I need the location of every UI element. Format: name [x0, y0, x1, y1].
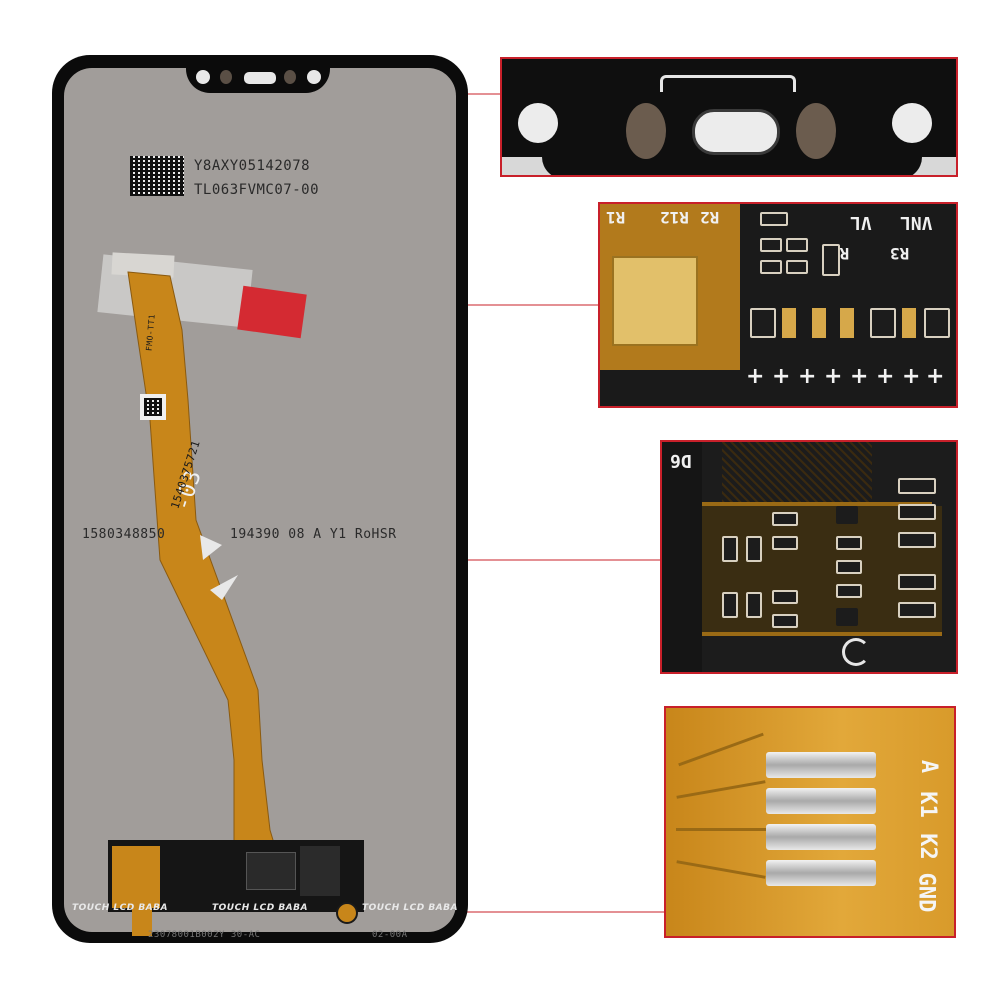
- watermark-1: TOUCH LCD BABA: [72, 903, 168, 913]
- label-k1: K1: [914, 791, 940, 818]
- ic-small: [836, 506, 858, 524]
- bottom-code: 23078001B002Y 30-AC: [148, 930, 261, 940]
- bottom-code-2: 02-00A: [372, 930, 408, 940]
- smd-9: [836, 536, 862, 550]
- label-d6: D6: [670, 450, 692, 471]
- label-k2: K2: [914, 833, 940, 860]
- zoom-panel-contacts: A K1 K2 GND: [664, 706, 956, 938]
- plus-5: +: [850, 364, 869, 389]
- notch-sensor-right: [284, 70, 296, 84]
- pad-4: [902, 308, 916, 338]
- smd-15: [898, 574, 936, 590]
- label-vnl: VNL: [900, 212, 933, 233]
- tail-flex: [132, 906, 152, 936]
- zoom-earpiece-slot: [692, 109, 780, 155]
- plus-4: +: [824, 364, 843, 389]
- plus-6: +: [876, 364, 895, 389]
- flex-qr: [140, 394, 166, 420]
- chip-2: [870, 308, 896, 338]
- plus-3: +: [798, 364, 817, 389]
- driver-ic: [246, 852, 296, 890]
- board-ring: [336, 902, 358, 924]
- smd-14: [898, 532, 936, 548]
- contact-pin-4: [766, 860, 876, 886]
- label-r2: R2: [700, 208, 720, 227]
- watermark-2: TOUCH LCD BABA: [212, 903, 308, 913]
- notch-hole-left: [196, 70, 210, 84]
- board-flex-left: [112, 846, 160, 908]
- board-components: [300, 846, 340, 896]
- smd-7: [772, 590, 798, 604]
- watermark-3: TOUCH LCD BABA: [362, 903, 458, 913]
- smd-2: [746, 536, 762, 562]
- label-gnd: GND: [913, 872, 939, 913]
- zoom-panel-notch: [500, 57, 958, 177]
- ic-small-2: [836, 608, 858, 626]
- smd-10: [836, 560, 862, 574]
- notch-hole-right: [307, 70, 321, 84]
- label-r12: R12: [660, 208, 689, 227]
- pad-2: [812, 308, 826, 338]
- pad-3: [840, 308, 854, 338]
- smd-4: [746, 592, 762, 618]
- plus-7: +: [902, 364, 921, 389]
- contact-pin-3: [766, 824, 876, 850]
- zoom-panel-chips: D6: [660, 440, 958, 674]
- zoom-earpiece-outline: [660, 75, 796, 92]
- arrow-mark-2: [210, 575, 238, 600]
- plus-8: +: [926, 364, 945, 389]
- qr-code: [130, 156, 184, 196]
- chip-1: [750, 308, 776, 338]
- contact-pin-2: [766, 788, 876, 814]
- arrow-mark-1: [200, 535, 222, 560]
- label-r1: R1: [606, 208, 626, 227]
- smd-1: [722, 536, 738, 562]
- label-vl: VL: [850, 212, 872, 233]
- chip-3: [924, 308, 950, 338]
- zoom-hole-left: [518, 103, 558, 143]
- plus-1: +: [746, 364, 765, 389]
- smd-16: [898, 602, 936, 618]
- label-a: A: [916, 759, 942, 774]
- ring-mark: [842, 638, 870, 666]
- zoom-sensor-right: [796, 103, 836, 159]
- notch-sensor-left: [220, 70, 232, 84]
- smd-13: [898, 504, 936, 520]
- pad-1: [782, 308, 796, 338]
- zoom-sensor-left: [626, 103, 666, 159]
- serial-label: Y8AXY05142078: [194, 158, 311, 174]
- smd-6: [772, 536, 798, 550]
- smd-12: [898, 478, 936, 494]
- zoom-panel-components: R1 R12 R2 VL VNL R4 R3 + + + + + + + +: [598, 202, 958, 408]
- smd-11: [836, 584, 862, 598]
- smd-3: [722, 592, 738, 618]
- earpiece-slot: [242, 70, 278, 86]
- barcode-line-left: 1580348850: [82, 527, 166, 542]
- gold-pad: [612, 256, 698, 346]
- contact-pin-1: [766, 752, 876, 778]
- barcode-line-right: 194390 08 A Y1 RoHSR: [230, 527, 397, 542]
- smd-5: [772, 512, 798, 526]
- plus-2: +: [772, 364, 791, 389]
- label-r3: R3: [890, 244, 910, 263]
- zoom-hole-right: [892, 103, 932, 143]
- smd-8: [772, 614, 798, 628]
- model-label: TL063FVMC07-00: [194, 182, 320, 198]
